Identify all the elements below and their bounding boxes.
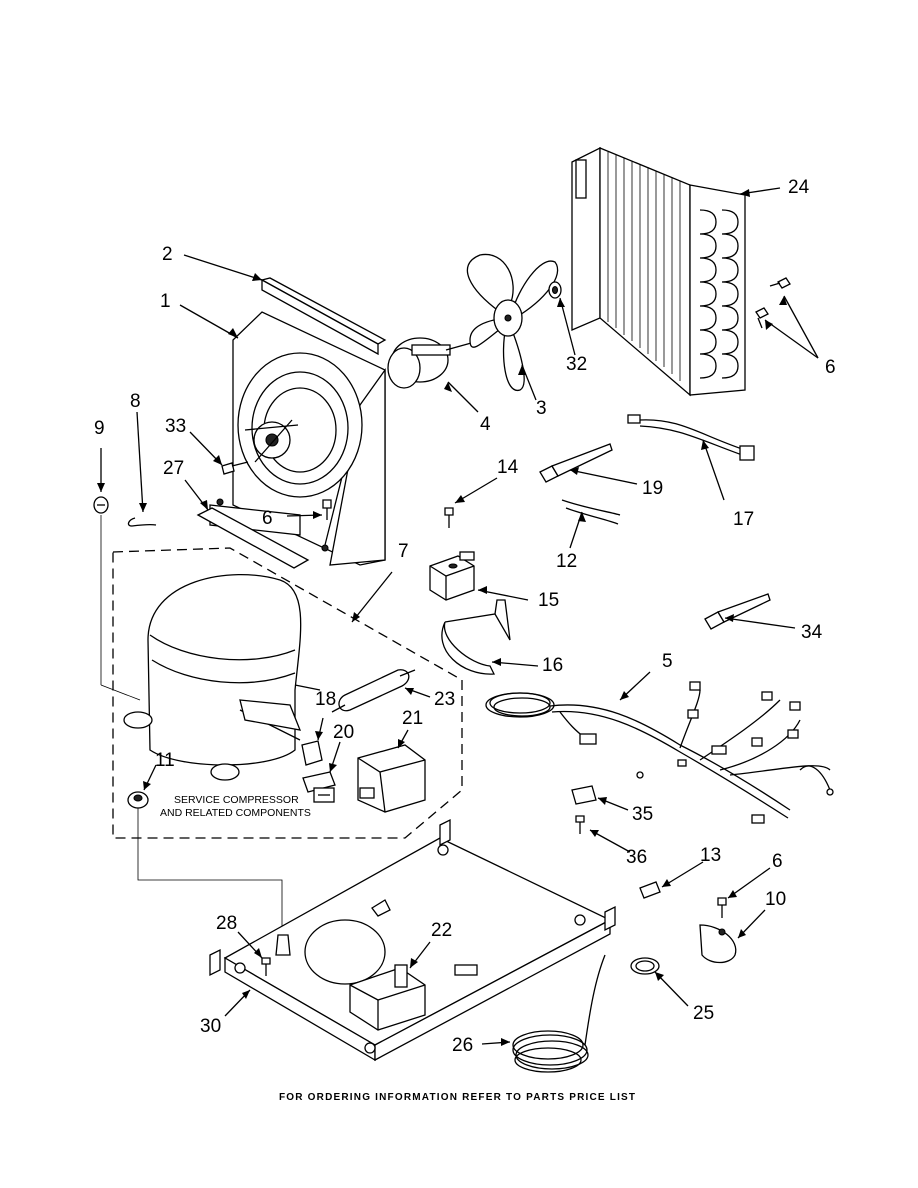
callout-25: 25 — [693, 1003, 714, 1024]
base-pan — [209, 818, 616, 1062]
callout-32: 32 — [566, 354, 587, 375]
callout-30: 30 — [200, 1016, 221, 1037]
callout-8: 8 — [130, 391, 141, 412]
fan-shroud — [209, 311, 386, 566]
callout-1: 1 — [160, 291, 171, 312]
callout-24: 24 — [788, 177, 810, 198]
callout-18: 18 — [315, 689, 336, 710]
callout-6-condenser: 6 — [825, 357, 836, 378]
callout-13: 13 — [700, 845, 721, 866]
callout-5: 5 — [662, 651, 673, 672]
clip — [127, 517, 157, 527]
cover-21 — [357, 744, 426, 813]
callout-22: 22 — [431, 920, 452, 941]
ordering-footer: FOR ORDERING INFORMATION REFER TO PARTS … — [279, 1092, 636, 1103]
fitting-13 — [639, 881, 661, 899]
callout-23: 23 — [434, 689, 455, 710]
callout-16: 16 — [542, 655, 563, 676]
service-compressor-group — [112, 547, 463, 839]
callout-6-clamp: 6 — [772, 851, 783, 872]
service-note-line2: AND RELATED COMPONENTS — [160, 807, 311, 819]
clamp-10 — [699, 924, 737, 964]
tie-wrap-34 — [704, 593, 771, 630]
callout-26: 26 — [452, 1035, 473, 1056]
relay-20 — [302, 771, 336, 803]
wiring-harness-5 — [485, 681, 834, 824]
callout-28: 28 — [216, 913, 237, 934]
callout-34: 34 — [801, 622, 823, 643]
callout-3: 3 — [536, 398, 547, 419]
fan-motor — [387, 337, 483, 389]
callout-35: 35 — [632, 804, 653, 825]
callout-19: 19 — [642, 478, 663, 499]
grommet-9 — [93, 496, 109, 514]
callout-12: 12 — [556, 551, 577, 572]
callout-labels: 1 2 3 4 5 6 6 6 7 8 9 10 11 12 13 14 15 … — [94, 177, 836, 1056]
screw-6-clamp — [717, 897, 727, 918]
fan-blade — [466, 253, 559, 391]
drain-tube — [561, 499, 621, 525]
callout-15: 15 — [538, 590, 559, 611]
clamp-25 — [630, 957, 660, 975]
solenoid-coil — [429, 551, 475, 601]
solenoid-bracket — [441, 599, 511, 675]
grille-strip — [260, 277, 387, 356]
callout-4: 4 — [480, 414, 491, 435]
screw-6-shroud — [322, 499, 332, 520]
wire-harness-17 — [627, 414, 755, 461]
capillary-coil — [512, 954, 606, 1073]
callout-10: 10 — [765, 889, 786, 910]
callout-36: 36 — [626, 847, 647, 868]
tie-wrap-19 — [539, 443, 613, 483]
arrowheads — [97, 189, 787, 1046]
callout-6-shroud: 6 — [262, 508, 273, 529]
callout-17: 17 — [733, 509, 754, 530]
callout-11: 11 — [155, 750, 175, 771]
condenser-coil — [571, 146, 746, 397]
clip-35 — [571, 785, 597, 805]
service-note-line1: SERVICE COMPRESSOR — [174, 794, 299, 806]
callout-27: 27 — [163, 458, 184, 479]
screw-14 — [444, 507, 454, 528]
fitting-28 — [275, 934, 291, 956]
start-device-22 — [349, 964, 426, 1031]
callout-9: 9 — [94, 418, 105, 439]
screw-33 — [221, 461, 249, 475]
gasket — [196, 507, 310, 569]
callout-20: 20 — [333, 722, 354, 743]
overload-18 — [301, 740, 323, 766]
callout-2: 2 — [162, 244, 173, 265]
grommet-11 — [127, 791, 149, 809]
callout-21: 21 — [402, 708, 423, 729]
screw-28 — [261, 957, 271, 976]
compressor — [123, 573, 321, 781]
screw-36 — [575, 815, 585, 834]
condenser-screws — [755, 277, 791, 329]
drier — [331, 669, 416, 713]
fan-nut — [548, 281, 562, 299]
callout-14: 14 — [497, 457, 519, 478]
callout-33: 33 — [165, 416, 186, 437]
callout-7: 7 — [398, 541, 409, 562]
